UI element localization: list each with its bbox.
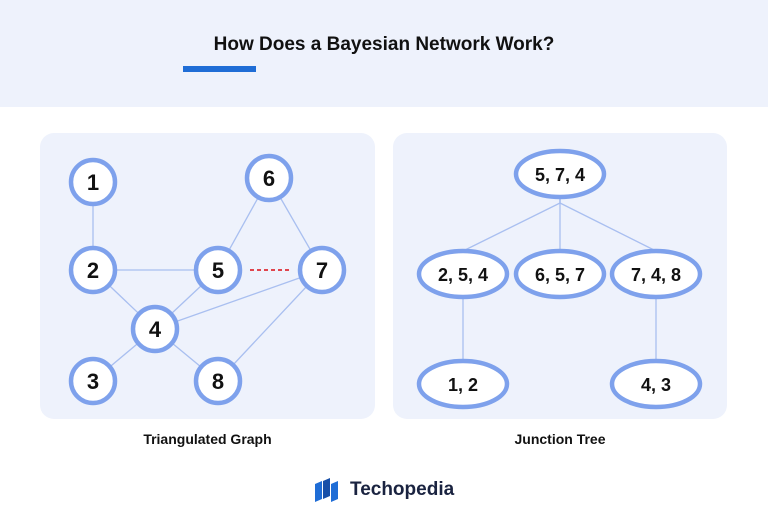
triangulated-graph-panel: 1 2 3 4 5 6 7 8 (40, 133, 375, 419)
graph-node-label: 2 (87, 258, 99, 283)
graph-node-label: 3 (87, 369, 99, 394)
graph-node-label: 4 (149, 317, 162, 342)
junction-tree-caption: Junction Tree (514, 431, 606, 447)
graph-node-circle (130, 304, 180, 354)
triangulated-graph-caption: Triangulated Graph (143, 431, 272, 447)
graph-node-2: 2 (68, 245, 118, 295)
graph-node-label: 5 (212, 258, 224, 283)
edge-n4-n7 (154, 269, 323, 330)
junction-tree: 5, 7, 4 2, 5, 4 6, 5, 7 7, 4, 8 1, 2 4, 3 (416, 148, 703, 410)
tree-node-c12: 1, 2 (416, 358, 510, 410)
graph-node-6: 6 (244, 153, 294, 203)
graph-node-circle (68, 245, 118, 295)
graph-node-circle (244, 153, 294, 203)
tree-node-c574: 5, 7, 4 (513, 148, 607, 200)
junction-tree-panel: 5, 7, 4 2, 5, 4 6, 5, 7 7, 4, 8 1, 2 4, 3 (393, 133, 727, 419)
graph-node-label: 1 (87, 170, 99, 195)
tree-node-ellipse (609, 358, 703, 410)
tree-node-ellipse (513, 148, 607, 200)
graph-node-4: 4 (130, 304, 180, 354)
graph-node-5: 5 (193, 245, 243, 295)
graph-node-8: 8 (193, 356, 243, 406)
graph-node-circle (68, 157, 118, 207)
tree-node-c748: 7, 4, 8 (609, 248, 703, 300)
tree-node-label: 6, 5, 7 (535, 265, 585, 285)
tree-node-label: 7, 4, 8 (631, 265, 681, 285)
triangulated-graph: 1 2 3 4 5 6 7 8 (68, 153, 347, 406)
tree-node-c43: 4, 3 (609, 358, 703, 410)
title-underline (183, 66, 256, 72)
graph-node-circle (297, 245, 347, 295)
tree-edge-c574-c748 (559, 202, 657, 252)
graph-node-label: 8 (212, 369, 224, 394)
graph-node-label: 6 (263, 166, 275, 191)
graph-node-1: 1 (68, 157, 118, 207)
tree-node-c254: 2, 5, 4 (416, 248, 510, 300)
tree-node-ellipse (416, 248, 510, 300)
tree-node-ellipse (416, 358, 510, 410)
brand: Techopedia (314, 475, 454, 505)
tree-node-label: 5, 7, 4 (535, 165, 585, 185)
graph-node-3: 3 (68, 356, 118, 406)
techopedia-logo-icon (315, 478, 338, 502)
graph-node-7: 7 (297, 245, 347, 295)
edge-n7-n8 (217, 269, 323, 382)
graph-node-circle (193, 356, 243, 406)
graph-node-circle (68, 356, 118, 406)
tree-node-label: 4, 3 (641, 375, 671, 395)
tree-node-label: 2, 5, 4 (438, 265, 488, 285)
graph-node-circle (193, 245, 243, 295)
header-banner: How Does a Bayesian Network Work? (0, 0, 768, 107)
tree-node-label: 1, 2 (448, 375, 478, 395)
page-title: How Does a Bayesian Network Work? (213, 34, 555, 55)
tree-node-ellipse (513, 248, 607, 300)
graph-node-label: 7 (316, 258, 328, 283)
tree-node-ellipse (609, 248, 703, 300)
brand-name: Techopedia (350, 479, 455, 500)
tree-edge-c574-c254 (462, 202, 561, 252)
tree-node-c657: 6, 5, 7 (513, 248, 607, 300)
